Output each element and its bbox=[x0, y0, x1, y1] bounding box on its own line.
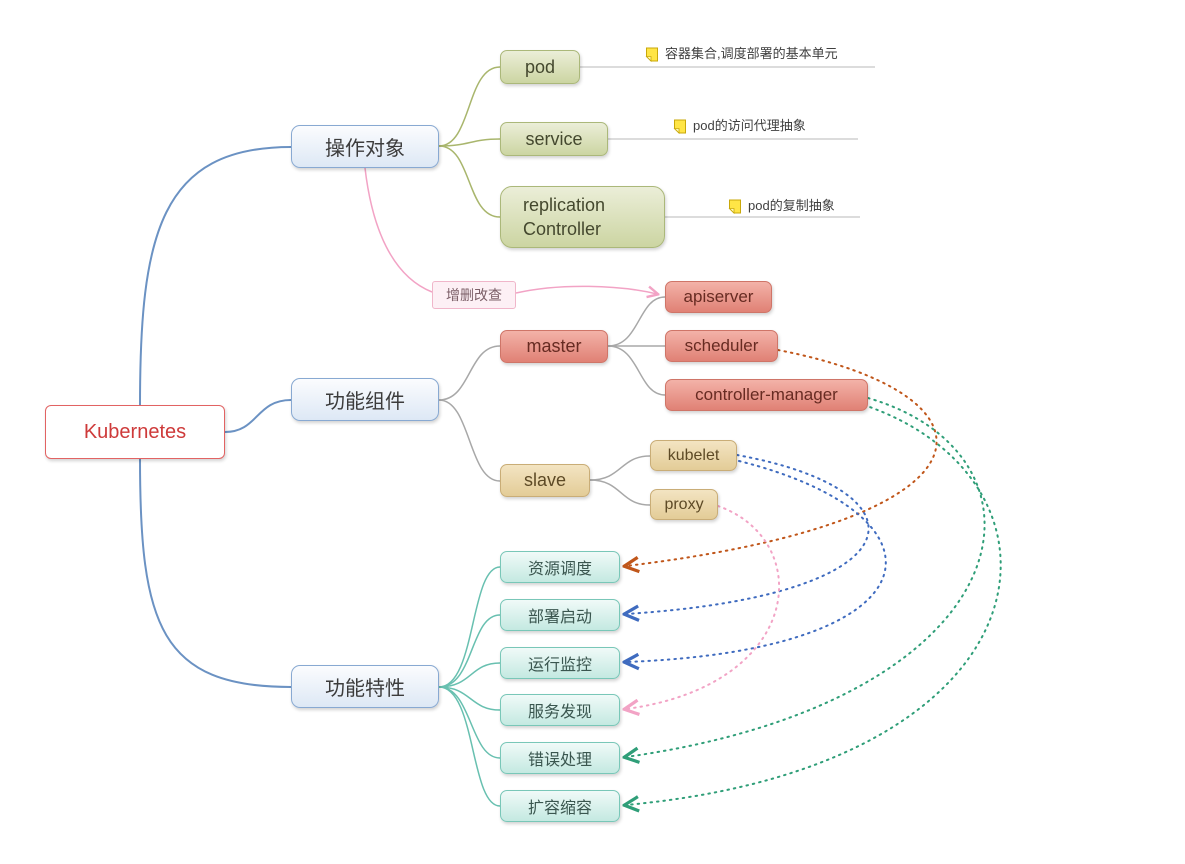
edge-objects-service bbox=[438, 138, 501, 147]
relationship-crud bbox=[364, 167, 657, 294]
note-text-service: pod的访问代理抽象 bbox=[693, 118, 806, 133]
root-node-kubernetes[interactable]: Kubernetes bbox=[45, 405, 225, 459]
node-controller-manager[interactable]: controller-manager bbox=[665, 379, 868, 411]
node-service[interactable]: service bbox=[500, 122, 608, 156]
tree-edges-components bbox=[438, 296, 666, 506]
note-icon bbox=[645, 47, 658, 62]
relation-cm-error-handling bbox=[626, 397, 986, 757]
edge-features-2 bbox=[438, 614, 501, 688]
feature-deploy-start[interactable]: 部署启动 bbox=[500, 599, 620, 631]
relation-kubelet-deploy-start bbox=[626, 454, 870, 614]
edge-features-3 bbox=[438, 662, 501, 688]
relation-crud-apiserver bbox=[515, 286, 657, 294]
branch-function-features[interactable]: 功能特性 bbox=[291, 665, 439, 708]
tree-edges-features bbox=[438, 566, 501, 807]
edge-master-apiserver bbox=[607, 296, 666, 347]
relation-objects-crud bbox=[364, 167, 433, 293]
edge-features-1 bbox=[438, 566, 501, 688]
node-apiserver[interactable]: apiserver bbox=[665, 281, 772, 313]
node-pod[interactable]: pod bbox=[500, 50, 580, 84]
edge-features-6 bbox=[438, 686, 501, 807]
relation-cm-scaling bbox=[626, 404, 1002, 805]
edge-features-4 bbox=[438, 686, 501, 711]
edge-slave-proxy bbox=[589, 479, 651, 506]
feature-error-handling[interactable]: 错误处理 bbox=[500, 742, 620, 774]
note-lines bbox=[580, 66, 875, 218]
feature-run-monitoring[interactable]: 运行监控 bbox=[500, 647, 620, 679]
tree-edges-objects bbox=[438, 66, 501, 218]
note-replication[interactable]: pod的复制抽象 bbox=[727, 198, 835, 215]
note-icon bbox=[673, 119, 686, 134]
note-text-replication: pod的复制抽象 bbox=[748, 198, 835, 213]
edge-root-components bbox=[224, 399, 292, 433]
tree-edges-root bbox=[139, 146, 292, 688]
node-kubelet[interactable]: kubelet bbox=[650, 440, 737, 471]
feature-service-discovery[interactable]: 服务发现 bbox=[500, 694, 620, 726]
note-service[interactable]: pod的访问代理抽象 bbox=[672, 118, 806, 135]
node-proxy[interactable]: proxy bbox=[650, 489, 718, 520]
node-slave[interactable]: slave bbox=[500, 464, 590, 497]
edge-objects-replication bbox=[438, 145, 501, 218]
note-text-pod: 容器集合,调度部署的基本单元 bbox=[665, 46, 838, 61]
node-scheduler[interactable]: scheduler bbox=[665, 330, 778, 362]
node-replication-controller[interactable]: replication Controller bbox=[500, 186, 665, 248]
edge-root-objects bbox=[139, 146, 292, 406]
relationship-label-crud[interactable]: 增删改查 bbox=[432, 281, 516, 309]
edge-components-master bbox=[438, 345, 501, 401]
relation-scheduler-resource-scheduling bbox=[626, 349, 938, 566]
note-pod[interactable]: 容器集合,调度部署的基本单元 bbox=[644, 46, 838, 63]
branch-operation-objects[interactable]: 操作对象 bbox=[291, 125, 439, 168]
relation-proxy-service-discovery bbox=[626, 505, 780, 709]
node-master[interactable]: master bbox=[500, 330, 608, 363]
feature-resource-scheduling[interactable]: 资源调度 bbox=[500, 551, 620, 583]
edge-slave-kubelet bbox=[589, 455, 651, 481]
relationship-curves bbox=[626, 349, 1002, 805]
branch-function-components[interactable]: 功能组件 bbox=[291, 378, 439, 421]
edge-components-slave bbox=[438, 399, 501, 482]
note-icon bbox=[728, 199, 741, 214]
feature-scaling[interactable]: 扩容缩容 bbox=[500, 790, 620, 822]
edge-objects-pod bbox=[438, 66, 501, 147]
edge-root-features bbox=[139, 458, 292, 688]
edge-master-controller-manager bbox=[607, 345, 666, 396]
